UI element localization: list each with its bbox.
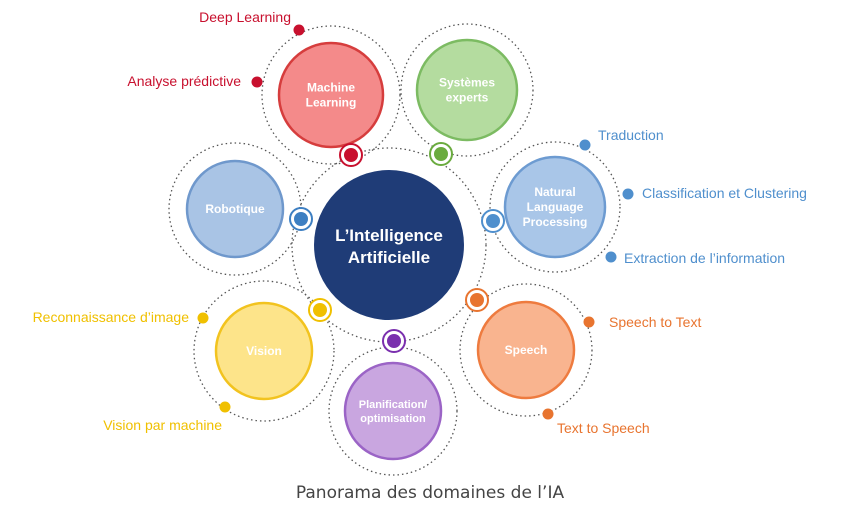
ml-leaf-dot (293, 24, 305, 36)
vision-leaf-label: Vision par machine (103, 417, 222, 433)
speech-leaf-label: Speech to Text (609, 314, 701, 330)
speech-leaf-dot (583, 316, 595, 328)
nlp-dotted-ring (489, 141, 621, 273)
nlp-domain-label: Processing (523, 215, 588, 229)
vision-leaf-label: Reconnaissance d’image (33, 309, 190, 325)
plan-domain-label: Planification/ (359, 399, 427, 411)
robot-domain-label: Robotique (205, 202, 265, 216)
nlp-connector-dot (486, 214, 500, 228)
center-title-line1: L’Intelligence (335, 226, 443, 245)
speech-leaf-label: Text to Speech (557, 420, 650, 436)
speech-domain-label: Speech (505, 343, 548, 357)
vision-leaf-dot (197, 312, 209, 324)
speech-domain-circle (476, 300, 576, 400)
nlp-leaf-label: Traduction (598, 127, 664, 143)
center-circle (314, 170, 464, 320)
center-node: L’Intelligence Artificielle (314, 170, 464, 320)
vision-dotted-ring (193, 280, 335, 422)
se-connector-dot (434, 147, 448, 161)
vision-domain-label: Vision (246, 344, 282, 358)
vision-domain-circle (214, 301, 314, 401)
nlp-domain-label: Language (527, 200, 584, 214)
nlp-leaf-dot (579, 139, 591, 151)
ml-connector-dot (344, 148, 358, 162)
ml-leaf-label: Analyse prédictive (127, 73, 241, 89)
nlp-leaf-dot (622, 188, 634, 200)
nlp-domain-label: Natural (534, 185, 575, 199)
se-domain-label: experts (446, 91, 489, 105)
ml-leaf-dot (251, 76, 263, 88)
ml-leaf-label: Deep Learning (199, 9, 291, 25)
ml-dotted-ring (261, 25, 401, 165)
robot-domain-circle (185, 159, 285, 259)
plan-dotted-ring (328, 346, 458, 476)
plan-domain-label: optimisation (360, 413, 426, 425)
se-domain-circle (415, 38, 519, 142)
nlp-domain-circle (503, 155, 607, 259)
orbit-layer (168, 23, 621, 476)
se-dotted-ring (400, 23, 534, 157)
vision-connector-dot (313, 303, 327, 317)
center-dotted-ring (291, 147, 487, 343)
speech-dotted-ring (459, 283, 593, 417)
se-domain-label: Systèmes (439, 76, 495, 90)
center-title-line2: Artificielle (348, 248, 430, 267)
plan-domain-circle (343, 361, 443, 461)
ml-domain-circle (277, 41, 385, 149)
nlp-leaf-dot (605, 251, 617, 263)
vision-leaf-dot (219, 401, 231, 413)
ml-domain-label: Machine (307, 81, 355, 95)
speech-leaf-dot (542, 408, 554, 420)
nlp-leaf-label: Extraction de l’information (624, 250, 785, 266)
nlp-leaf-label: Classification et Clustering (642, 185, 807, 201)
robot-connector-dot (294, 212, 308, 226)
plan-connector-dot (387, 334, 401, 348)
ml-domain-label: Learning (306, 96, 357, 110)
diagram-caption: Panorama des domaines de l’IA (295, 483, 565, 503)
speech-connector-dot (470, 293, 484, 307)
